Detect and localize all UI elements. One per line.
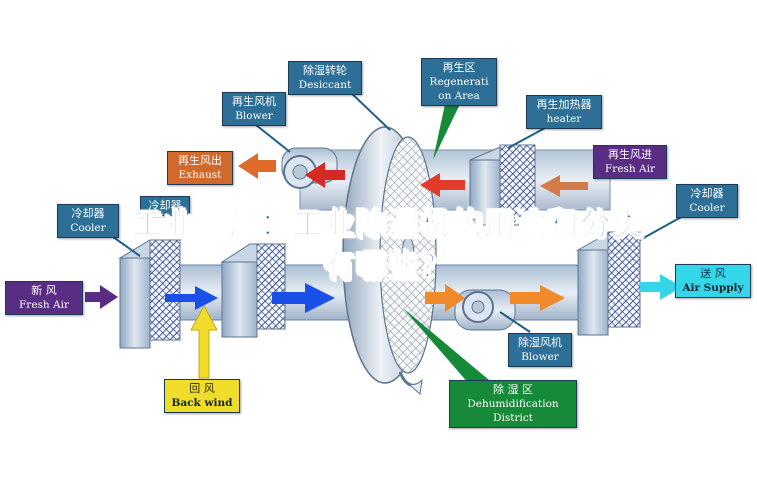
regen-heater-label-en: heater	[546, 113, 582, 125]
left-cooler-label: 冷却器 Cooler	[57, 204, 119, 238]
process-air-arrow-2	[272, 283, 335, 313]
regen-fresh-air-label-en: Fresh Air	[605, 163, 655, 175]
regen-heated-arrow	[420, 173, 465, 197]
regen-heater-label-zh: 再生加热器	[536, 98, 592, 111]
regen-fresh-air-label: 再生风进 Fresh Air	[593, 145, 667, 179]
dehum-blower-label-en: Blower	[521, 351, 559, 363]
dehum-district-label-zh: 除 湿 区	[493, 383, 533, 396]
back-wind-arrow	[190, 304, 218, 379]
back-wind-label-zh: 回 风	[189, 382, 215, 395]
left-cooler-label-zh: 冷却器	[71, 207, 105, 220]
regen-blower-fan	[281, 147, 338, 189]
right-cooler-label: 冷却器 Cooler	[676, 184, 738, 218]
air-supply-label-zh: 送 风	[700, 267, 726, 280]
regen-heater-label: 再生加热器 heater	[526, 95, 602, 129]
regen-area-label-zh: 再生区	[442, 61, 476, 74]
desiccant-label-en: Desiccant	[298, 79, 352, 91]
right-cooler-unit	[576, 231, 642, 336]
dehum-district-pointer	[403, 308, 495, 385]
leader-lines	[105, 89, 684, 333]
exhaust-arrow	[238, 153, 276, 179]
dehum-district-label-en: Dehumidification District	[467, 398, 559, 424]
air-supply-arrow	[640, 274, 682, 300]
regen-return-arrow	[305, 162, 345, 188]
regen-blower-label-en: Blower	[235, 110, 273, 122]
air-supply-label-en: Air Supply	[682, 282, 744, 294]
exhaust-label-en: Exhaust	[178, 169, 222, 181]
process-air-arrow-3	[425, 284, 465, 312]
middle-cooler-label: 冷却器	[140, 196, 190, 216]
article-headline: 工业除湿：工业除湿机的用途和分类有哪些？	[131, 206, 644, 285]
regen-area-pointer	[433, 104, 460, 160]
regen-blower-label-zh: 再生风机	[232, 95, 276, 108]
dehum-blower-label: 除湿风机 Blower	[508, 333, 572, 367]
regen-fresh-air-label-zh: 再生风进	[608, 148, 652, 161]
desiccant-label: 除湿转轮 Desiccant	[288, 61, 362, 95]
fresh-air-label: 新 风 Fresh Air	[5, 281, 83, 315]
fresh-air-label-en: Fresh Air	[19, 299, 69, 311]
middle-cooler-label-zh: 冷却器	[148, 199, 182, 212]
back-wind-label-en: Back wind	[171, 397, 233, 409]
left-cooler-unit	[118, 239, 182, 349]
dehum-district-label: 除 湿 区 Dehumidification District	[449, 380, 577, 428]
regen-area-label: 再生区 Regenerati on Area	[421, 58, 497, 106]
back-wind-label: 回 风 Back wind	[164, 379, 240, 413]
regen-blower-label: 再生风机 Blower	[222, 92, 286, 126]
regen-inlet-arrow	[540, 175, 588, 197]
regen-heater-unit	[469, 144, 536, 226]
process-air-arrow-4	[510, 285, 565, 311]
air-supply-label: 送 风 Air Supply	[675, 264, 751, 298]
dehum-blower-label-zh: 除湿风机	[518, 336, 562, 349]
exhaust-label-zh: 再生风出	[178, 154, 222, 167]
right-cooler-label-en: Cooler	[689, 202, 725, 214]
right-cooler-label-zh: 冷却器	[690, 187, 724, 200]
dehum-blower-fan	[454, 289, 516, 331]
exhaust-label: 再生风出 Exhaust	[167, 151, 233, 185]
left-cooler-label-en: Cooler	[70, 222, 106, 234]
regen-area-label-en: Regenerati on Area	[429, 76, 489, 102]
fresh-air-arrow	[85, 285, 118, 309]
process-air-arrow-1	[165, 286, 218, 310]
middle-cooler-unit	[220, 243, 287, 338]
desiccant-label-zh: 除湿转轮	[303, 64, 347, 77]
fresh-air-label-zh: 新 风	[31, 284, 57, 297]
desiccant-wheel	[342, 126, 437, 395]
